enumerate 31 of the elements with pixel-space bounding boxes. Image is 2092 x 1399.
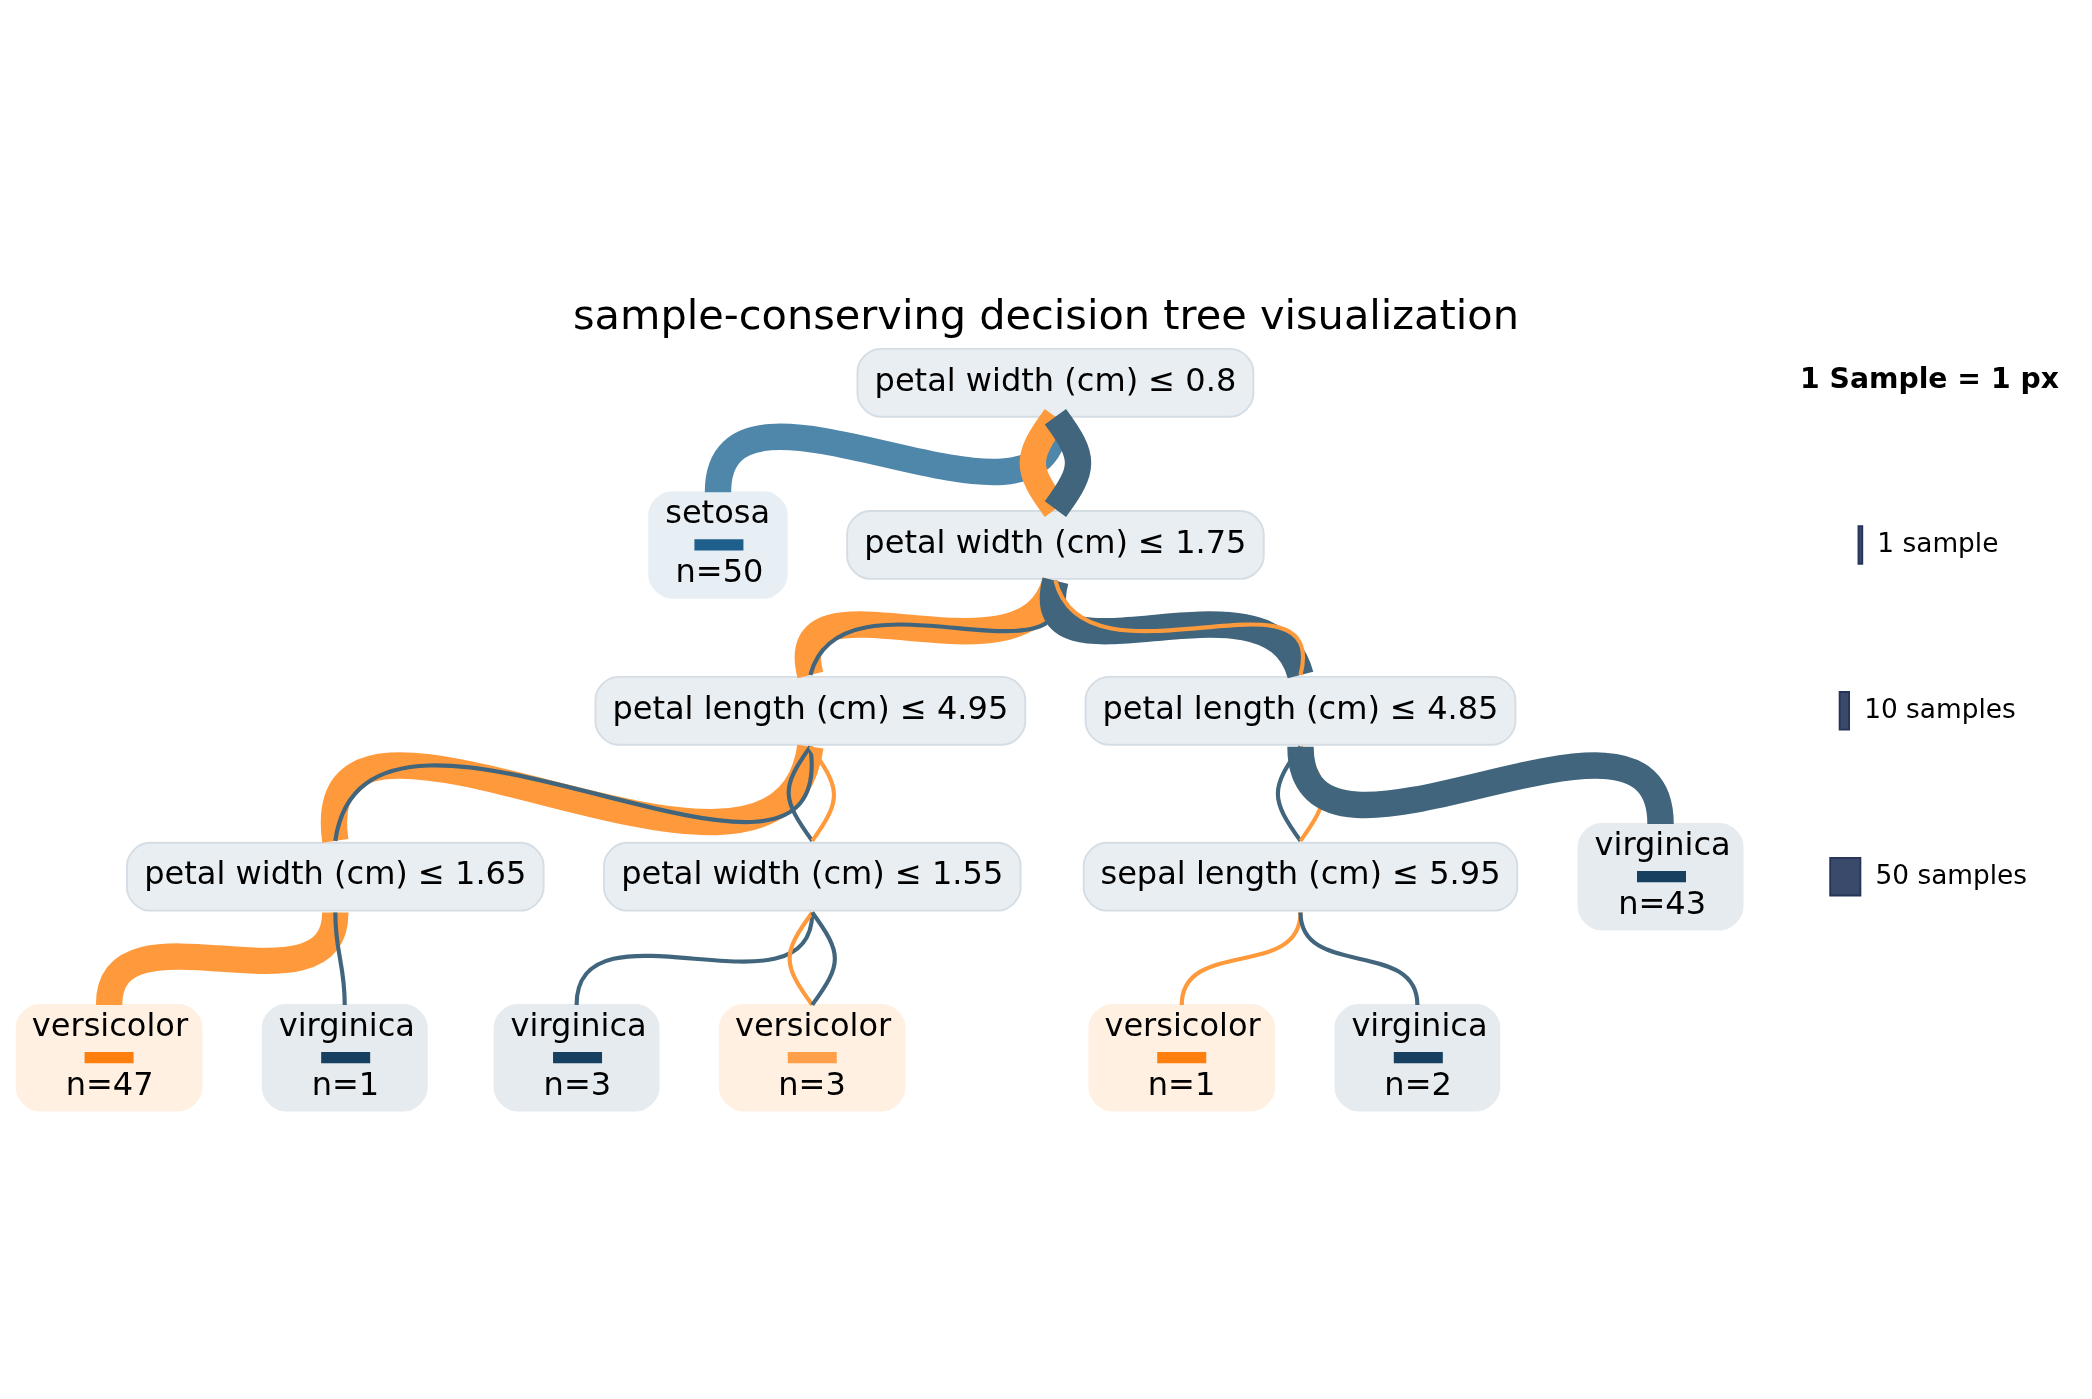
node-box: virginica n=2 — [1334, 1003, 1501, 1112]
connector — [810, 911, 837, 1007]
connector — [808, 745, 836, 843]
node-box: petal width (cm) ≤ 1.75 — [846, 510, 1265, 580]
diagram-title: sample-conserving decision tree visualization — [573, 291, 1519, 340]
connector — [1298, 912, 1420, 1006]
connector — [96, 910, 349, 1008]
node-box: versicolor n=3 — [718, 1003, 906, 1112]
connector — [574, 912, 815, 1006]
legend-label: 50 samples — [1875, 859, 2028, 890]
legend-label: 10 samples — [1864, 693, 2016, 724]
connector — [333, 912, 347, 1005]
node-box: virginica n=43 — [1577, 822, 1744, 931]
connector — [787, 911, 814, 1007]
connector — [1179, 912, 1303, 1006]
node-box: virginica n=1 — [261, 1003, 428, 1112]
node-box: petal width (cm) ≤ 1.65 — [126, 841, 545, 912]
connector — [1275, 745, 1303, 843]
node-box: petal width (cm) ≤ 0.8 — [856, 347, 1255, 418]
node-box: versicolor n=47 — [15, 1003, 203, 1112]
legend-label: 1 sample — [1877, 527, 1999, 558]
node-box: petal length (cm) ≤ 4.85 — [1084, 675, 1517, 746]
node-box: petal length (cm) ≤ 4.95 — [594, 675, 1027, 746]
node-box: virginica n=3 — [493, 1003, 660, 1112]
node-box: versicolor n=1 — [1088, 1003, 1276, 1112]
connector — [786, 745, 814, 843]
node-box: sepal length (cm) ≤ 5.95 — [1082, 841, 1519, 912]
node-box: setosa n=50 — [648, 491, 788, 599]
connector — [1044, 409, 1092, 517]
label: 1 Sample = 1 px — [1800, 361, 2059, 395]
node-box: petal width (cm) ≤ 1.55 — [603, 841, 1022, 912]
